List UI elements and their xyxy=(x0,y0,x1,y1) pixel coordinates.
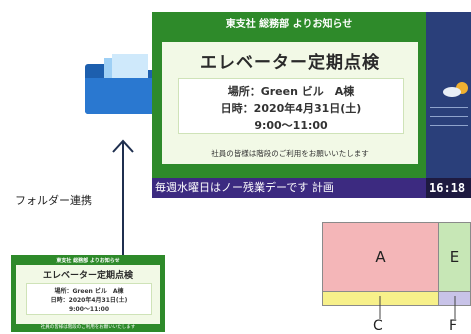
thumbnail-title: エレベーター定期点検 xyxy=(42,271,133,281)
notice-place: 場所：Green ビル A棟 xyxy=(227,85,355,98)
thumbnail-date: 日時：2020年4月31日(土) xyxy=(50,297,128,304)
ticker-text: 毎週水曜日はノー残業デーです 計画 xyxy=(152,178,426,198)
weather-panel xyxy=(426,12,471,180)
thumbnail-header: 東支社 総務部 よりお知らせ xyxy=(56,257,120,264)
folder-icon xyxy=(85,54,161,114)
callout-c-label: C xyxy=(373,318,383,334)
notice-panel: エレベーター定期点検 場所：Green ビル A棟 日時：2020年4月31日(… xyxy=(162,42,418,164)
clock: 16:18 xyxy=(426,178,471,198)
thumbnail-place: 場所：Green ビル A棟 xyxy=(54,288,124,295)
callout-f-label: F xyxy=(449,318,458,334)
folder-link-caption: フォルダー連携 xyxy=(15,194,92,207)
notice-title: エレベーター定期点検 xyxy=(200,53,380,73)
callout-leaders xyxy=(379,296,456,319)
thumbnail-notice: エレベーター定期点検 場所：Green ビル A棟 日時：2020年4月31日(… xyxy=(16,265,160,332)
display-header: 東支社 総務部 よりお知らせ xyxy=(225,18,353,30)
notice-date: 日時：2020年4月31日(土) xyxy=(220,102,362,115)
region-e: E xyxy=(438,222,471,292)
region-a: A xyxy=(322,222,439,292)
notice-footer: 社員の皆様は階段のご利用をお願いいたします xyxy=(211,149,369,158)
thumbnail-footer: 社員の皆様は階段のご利用をお願いいたします xyxy=(40,325,136,330)
thumbnail-footer-band xyxy=(16,324,160,332)
weather-icon xyxy=(430,82,468,126)
notice-time: 9:00〜11:00 xyxy=(254,119,328,132)
thumbnail-time: 9:00〜11:00 xyxy=(68,306,110,313)
content-thumbnail: 東支社 総務部 よりお知らせ エレベーター定期点検 場所：Green ビル A棟… xyxy=(11,255,165,332)
signage-display: 東支社 総務部 よりお知らせ エレベーター定期点検 場所：Green ビル A棟… xyxy=(152,12,471,198)
notice-details: 場所：Green ビル A棟 日時：2020年4月31日(土) 9:00〜11:… xyxy=(178,78,404,134)
thumbnail-details: 場所：Green ビル A棟 日時：2020年4月31日(土) 9:00〜11:… xyxy=(26,283,152,315)
